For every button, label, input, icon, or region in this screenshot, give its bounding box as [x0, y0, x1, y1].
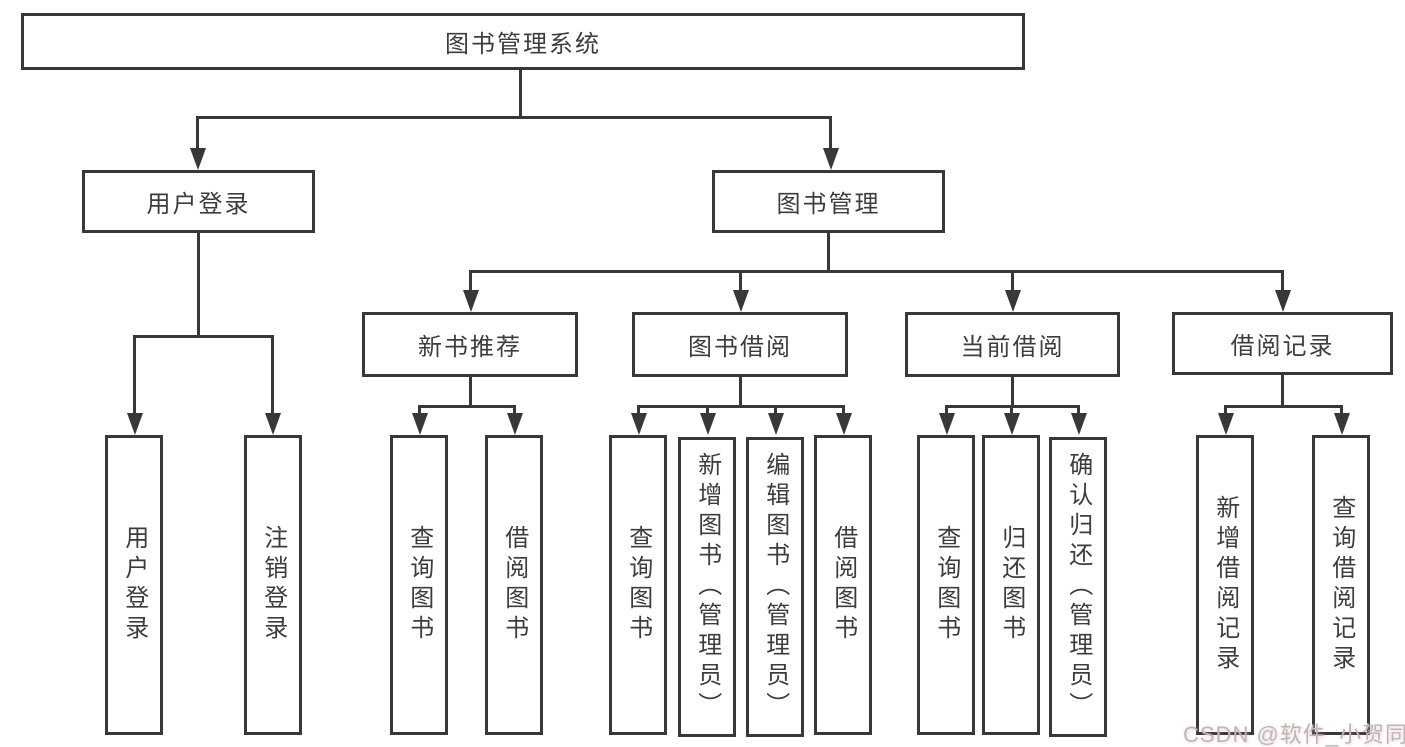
- node-book-management: 图书管理: [712, 170, 945, 233]
- arrow-down-icon: [507, 413, 523, 435]
- connector-drop-level2: [1281, 270, 1284, 294]
- connector-drop-leaf: [133, 335, 136, 415]
- arrow-down-icon: [700, 413, 716, 435]
- arrow-down-icon: [733, 290, 749, 312]
- connector-new-book-stem: [469, 377, 472, 408]
- connector-new-book-branch: [418, 405, 516, 408]
- leaf-logout-label: 注销登录: [259, 525, 287, 645]
- leaf-confirm-return-admin: 确认归还（管理员）: [1049, 437, 1107, 737]
- connector-current-borrow-stem: [1011, 377, 1014, 408]
- leaf-borrow-books-2-label: 借阅图书: [829, 525, 857, 645]
- arrow-down-icon: [823, 148, 839, 170]
- arrow-down-icon: [1004, 413, 1020, 435]
- arrow-down-icon: [836, 413, 852, 435]
- connector-user-login-stem: [197, 233, 200, 338]
- leaf-query-books-3-label: 查询图书: [932, 525, 960, 645]
- arrow-down-icon: [1275, 290, 1291, 312]
- connector-book-borrow-stem: [739, 377, 742, 408]
- node-book-borrow: 图书借阅: [632, 312, 848, 377]
- connector-drop-leaf: [945, 405, 948, 417]
- arrow-down-icon: [939, 413, 955, 435]
- arrow-down-icon: [412, 413, 428, 435]
- leaf-add-book-admin: 新增图书（管理员）: [678, 437, 736, 737]
- leaf-query-books-3: 查询图书: [917, 435, 975, 735]
- leaf-return-books: 归还图书: [982, 435, 1040, 735]
- arrow-down-icon: [127, 413, 143, 435]
- leaf-query-borrow-record: 查询借阅记录: [1312, 435, 1370, 735]
- connector-book-borrow-branch: [637, 405, 845, 408]
- connector-drop-leaf: [637, 405, 640, 417]
- connector-book-management-branch: [469, 270, 1283, 273]
- connector-drop-level2: [1011, 270, 1014, 294]
- connector-drop-leaf: [1010, 405, 1013, 417]
- connector-drop-leaf: [1077, 405, 1080, 417]
- leaf-query-books-1-label: 查询图书: [405, 525, 433, 645]
- leaf-logout: 注销登录: [244, 435, 302, 735]
- leaf-return-books-label: 归还图书: [997, 525, 1025, 645]
- csdn-watermark: CSDN @软件_小贺同学: [1183, 722, 1405, 747]
- arrow-down-icon: [1334, 413, 1350, 435]
- connector-borrow-records-branch: [1224, 405, 1343, 408]
- node-borrow-records: 借阅记录: [1172, 312, 1393, 375]
- arrow-down-icon: [631, 413, 647, 435]
- leaf-query-books-2: 查询图书: [609, 435, 667, 735]
- connector-drop-leaf: [1340, 405, 1343, 417]
- connector-drop-leaf: [774, 405, 777, 417]
- arrow-down-icon: [265, 413, 281, 435]
- connector-drop-leaf: [271, 335, 274, 415]
- leaf-borrow-books-1-label: 借阅图书: [500, 525, 528, 645]
- leaf-add-borrow-record-label: 新增借阅记录: [1211, 495, 1239, 675]
- node-new-book-recommend: 新书推荐: [362, 312, 578, 377]
- leaf-add-borrow-record: 新增借阅记录: [1196, 435, 1254, 735]
- arrow-down-icon: [1071, 413, 1087, 435]
- arrow-down-icon: [768, 413, 784, 435]
- connector-drop-level2: [469, 270, 472, 294]
- leaf-user-login: 用户登录: [105, 435, 163, 735]
- node-user-login: 用户登录: [82, 170, 315, 233]
- node-current-borrow: 当前借阅: [905, 312, 1120, 377]
- connector-drop-user-login: [196, 116, 199, 150]
- connector-user-login-branch: [133, 335, 274, 338]
- arrow-down-icon: [1005, 290, 1021, 312]
- leaf-confirm-return-admin-label: 确认归还（管理员）: [1064, 452, 1092, 722]
- leaf-add-book-admin-label: 新增图书（管理员）: [693, 452, 721, 722]
- leaf-edit-book-admin: 编辑图书（管理员）: [746, 437, 804, 737]
- connector-root-stem: [519, 70, 522, 118]
- leaf-query-books-2-label: 查询图书: [624, 525, 652, 645]
- connector-borrow-records-stem: [1281, 375, 1284, 408]
- leaf-edit-book-admin-label: 编辑图书（管理员）: [761, 452, 789, 722]
- node-root: 图书管理系统: [21, 13, 1025, 70]
- connector-drop-leaf: [706, 405, 709, 417]
- leaf-borrow-books-1: 借阅图书: [485, 435, 543, 735]
- connector-drop-leaf: [842, 405, 845, 417]
- connector-drop-leaf: [1224, 405, 1227, 417]
- connector-book-management-stem: [827, 233, 830, 273]
- leaf-borrow-books-2: 借阅图书: [814, 435, 872, 735]
- connector-drop-leaf: [418, 405, 421, 417]
- connector-drop-book-management: [829, 116, 832, 150]
- leaf-query-books-1: 查询图书: [390, 435, 448, 735]
- connector-drop-leaf: [513, 405, 516, 417]
- arrow-down-icon: [1218, 413, 1234, 435]
- leaf-query-borrow-record-label: 查询借阅记录: [1327, 495, 1355, 675]
- leaf-user-login-label: 用户登录: [120, 525, 148, 645]
- connector-root-branch: [196, 116, 832, 119]
- arrow-down-icon: [463, 290, 479, 312]
- arrow-down-icon: [190, 148, 206, 170]
- connector-drop-level2: [739, 270, 742, 294]
